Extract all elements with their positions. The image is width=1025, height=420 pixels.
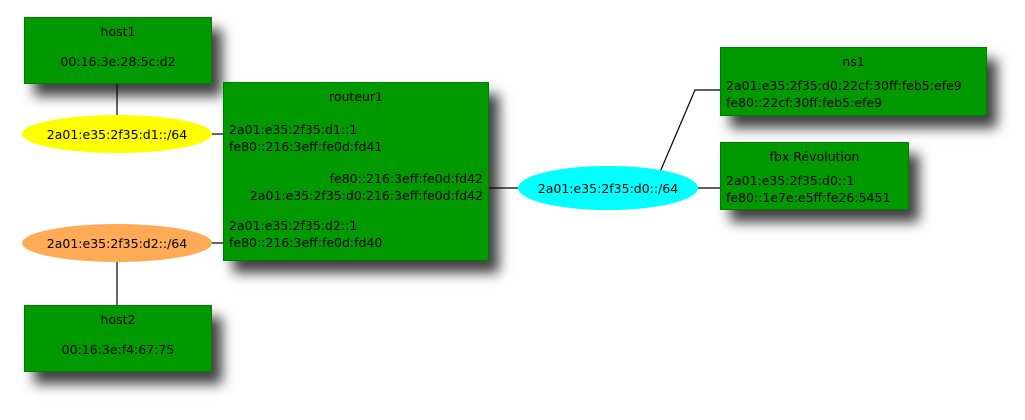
node-title: routeur1 <box>328 89 384 104</box>
mac-address: 00:16:3e:f4:67:75 <box>61 342 175 357</box>
address: 2a01:e35:2f35:d0::1 <box>726 173 855 188</box>
network-d0[interactable]: 2a01:e35:2f35:d0::/64 <box>518 166 698 210</box>
node-host2[interactable]: host2 00:16:3e:f4:67:75 <box>24 305 212 372</box>
mac-address: 00:16:3e:28:5c:d2 <box>60 54 176 69</box>
node-routeur1[interactable]: routeur1 2a01:e35:2f35:d1::1 fe80::216:3… <box>223 82 489 261</box>
node-host1[interactable]: host1 00:16:3e:28:5c:d2 <box>24 17 212 84</box>
node-title: ns1 <box>842 54 865 69</box>
network-label: 2a01:e35:2f35:d0::/64 <box>537 180 679 196</box>
address: 2a01:e35:2f35:d0:216:3eff:fe0d:fd42 <box>249 188 483 203</box>
address: fe80::22cf:30ff:feb5:efe9 <box>726 95 883 110</box>
address: 2a01:e35:2f35:d0:22cf:30ff:feb5:efe9 <box>726 78 962 93</box>
node-ns1[interactable]: ns1 2a01:e35:2f35:d0:22cf:30ff:feb5:efe9… <box>720 47 987 116</box>
address: fe80::216:3eff:fe0d:fd41 <box>229 139 383 154</box>
network-d1[interactable]: 2a01:e35:2f35:d1::/64 <box>22 115 212 153</box>
address: fe80::216:3eff:fe0d:fd42 <box>329 171 483 186</box>
network-label: 2a01:e35:2f35:d1::/64 <box>46 126 188 142</box>
node-fbx[interactable]: fbx Révolution 2a01:e35:2f35:d0::1 fe80:… <box>720 142 909 210</box>
node-title: host2 <box>100 312 136 327</box>
address: fe80::216:3eff:fe0d:fd40 <box>229 235 383 250</box>
node-title: host1 <box>100 24 136 39</box>
address: fe80::1e7e:e5ff:fe26:5451 <box>726 190 891 205</box>
address: 2a01:e35:2f35:d1::1 <box>229 122 358 137</box>
network-d2[interactable]: 2a01:e35:2f35:d2::/64 <box>22 224 212 262</box>
link-d0-ns1 <box>659 89 721 173</box>
address: 2a01:e35:2f35:d2::1 <box>229 218 358 233</box>
node-title: fbx Révolution <box>769 149 860 164</box>
network-label: 2a01:e35:2f35:d2::/64 <box>46 235 188 251</box>
